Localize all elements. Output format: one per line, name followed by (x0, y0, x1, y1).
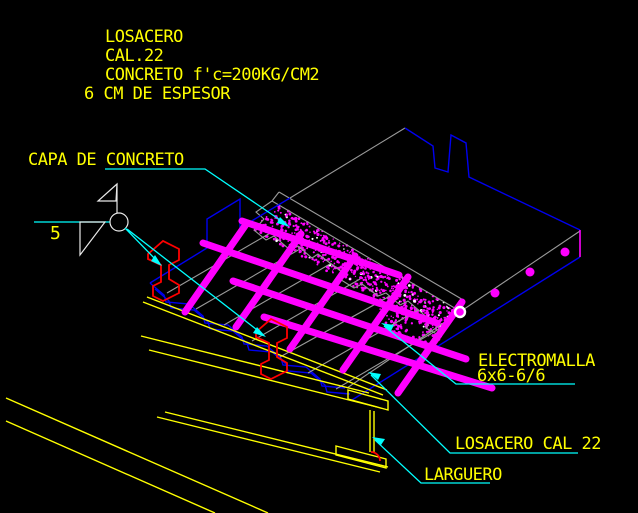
leader-electromalla (383, 325, 575, 385)
angle-clips (147, 239, 288, 381)
spec-line-4: 6 CM DE ESPESOR (84, 84, 231, 104)
arrowhead (381, 323, 394, 331)
arrowhead (151, 255, 162, 266)
mesh-wire-cross (286, 252, 359, 353)
spec-line-2: CAL.22 (105, 46, 163, 66)
label-stringer: LARGUERO (424, 465, 502, 485)
beam-top-flange-near-edge (140, 335, 378, 408)
spec-line-1: LOSACERO (105, 27, 183, 47)
second-beam-flange-edges (5, 397, 269, 513)
detail-number: 5 (50, 223, 61, 244)
beam-bottom-flange-edges (156, 411, 389, 473)
mesh-wire-end-dot (490, 288, 500, 298)
wire-mesh (181, 217, 570, 397)
label-mesh-name: ELECTROMALLA (478, 351, 595, 371)
beam-end-bottom-flange (335, 445, 387, 469)
deck-front-profile-zigzag-lower (154, 288, 351, 395)
leader-lines (105, 168, 578, 484)
beam-end-top-flange (347, 389, 389, 411)
arrowhead (368, 372, 381, 380)
mesh-wire-end-dot-ringed (453, 305, 467, 319)
leader-to-clip2 (126, 228, 262, 334)
annotations: LOSACERO CAL.22 CONCRETO f'c=200KG/CM2 6… (28, 27, 602, 485)
arrowhead (253, 327, 266, 337)
stringer-beam (5, 296, 389, 513)
beam-weld-arc (370, 451, 381, 462)
mesh-wire-cross (339, 273, 412, 374)
deck-front-bottom-edge (351, 256, 581, 401)
slab-top-left-edge (289, 127, 406, 199)
leader-capa-de-concreto (105, 168, 287, 225)
arrowhead (372, 437, 385, 445)
label-deck-gauge: LOSACERO CAL 22 (455, 434, 601, 454)
mesh-wire-row (199, 239, 441, 327)
leader-losacero (370, 374, 578, 454)
deck-back-edge-with-rib-tab (404, 127, 581, 231)
angle-clip (147, 239, 180, 303)
leader-larguero (374, 439, 490, 484)
concrete-band-top-edge (271, 200, 459, 311)
label-mesh-size: 6x6-6/6 (477, 366, 545, 386)
label-concrete-layer: CAPA DE CONCRETO (28, 150, 184, 170)
spec-line-3: CONCRETO f'c=200KG/CM2 (105, 65, 319, 85)
detail-marker-circle (109, 212, 129, 232)
angle-clip (255, 317, 288, 381)
detail-slope-triangle (79, 221, 107, 257)
detail-flag-pennant (96, 182, 118, 202)
mesh-wire-cross (232, 230, 305, 331)
detail-marker: 5 (34, 182, 129, 257)
mesh-wire-cross (181, 219, 251, 316)
mesh-wire-row (238, 217, 403, 279)
leader-to-clip1 (124, 227, 159, 263)
mesh-wire-end-dot (560, 247, 570, 257)
beam-end-web (369, 410, 375, 453)
mesh-wire-cross (394, 298, 466, 397)
arrowhead (277, 217, 290, 227)
deck-left-edge-with-rib-tab (149, 197, 291, 284)
mesh-wire-end-dot (525, 267, 535, 277)
